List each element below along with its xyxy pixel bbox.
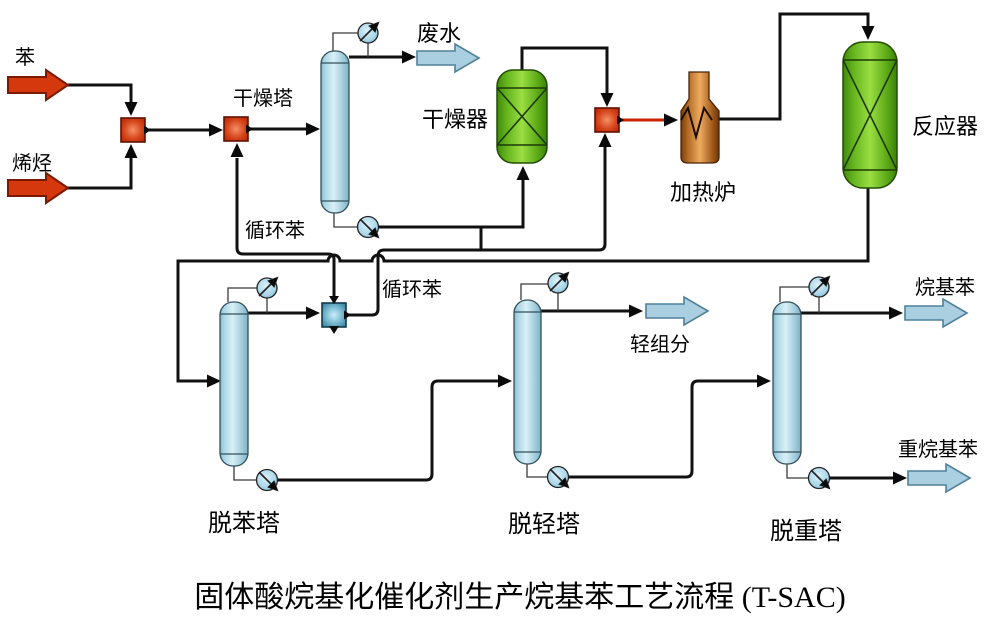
mixer2-outlet-port-arrow — [246, 124, 253, 134]
furnace-coil-zigzag — [680, 105, 713, 141]
t4-reboiler-line — [786, 464, 808, 479]
t1-bottoms-pump — [356, 215, 383, 242]
reactor-feed-mixer-3 — [594, 107, 624, 133]
t1-reboiler-line — [333, 213, 357, 228]
recycle-to-mixer3-line — [346, 147, 607, 317]
olefin-feed-line — [67, 157, 133, 190]
recycle-benzene-label-2: 循环苯 — [382, 278, 442, 301]
light-components-label: 轻组分 — [630, 333, 690, 356]
recycle-benzene-label-1: 循环苯 — [245, 219, 305, 242]
t2-condenser-line — [227, 287, 257, 302]
drying-tower-label: 干燥塔 — [233, 87, 293, 110]
furnace-vessel — [680, 71, 720, 164]
benzene-recycle-splitter-4 — [321, 296, 351, 334]
alkylbenzene-label: 烷基苯 — [915, 276, 975, 299]
dryer-vessel — [496, 69, 548, 164]
t1-condenser-line — [332, 32, 358, 51]
olefin-input-arrow — [7, 171, 70, 205]
splitter-right-port-arrow — [344, 310, 351, 320]
diagram-title: 固体酸烷基化催化剂生产烷基苯工艺流程 (T-SAC) — [194, 581, 845, 614]
drying-tower-bottoms-line — [379, 180, 525, 229]
debenzene-tower-column — [219, 301, 249, 467]
t3-bottoms-pump — [546, 465, 573, 492]
instrument-lines — [227, 32, 820, 481]
splitter-bottom-port-arrow — [329, 326, 339, 334]
splitter-top-port-arrow — [329, 296, 339, 304]
diagram-labels: 苯 烯烃 干燥塔 废水 干燥器 循环苯 循环苯 加热炉 反应器 轻组分 烷基苯 … — [12, 21, 978, 614]
alkylbenzene-output-arrow — [904, 297, 969, 329]
delighting-tower-column — [513, 299, 542, 465]
benzene-feed-line — [67, 83, 133, 103]
reactor-effluent-line — [176, 188, 870, 383]
t3-condenser-pump — [547, 268, 573, 294]
t2-reboiler-line — [233, 466, 256, 481]
furnace-label: 加热炉 — [670, 180, 736, 205]
t4-condenser-line — [779, 286, 809, 302]
heavy-alkylbenzene-output-arrow — [907, 462, 972, 494]
wastewater-output-arrow — [416, 42, 481, 74]
t4-bottoms-pump — [807, 466, 834, 493]
t3-condenser-line — [520, 283, 548, 300]
debenzene-tower-label: 脱苯塔 — [208, 510, 280, 537]
deheavying-tower-label: 脱重塔 — [770, 518, 842, 545]
delight-bottoms-line — [569, 379, 758, 479]
olefin-label: 烯烃 — [12, 152, 52, 175]
process-lines — [67, 12, 894, 482]
reactor-vessel — [842, 41, 898, 189]
reactor-label: 反应器 — [912, 114, 978, 139]
benzene-input-arrow — [7, 68, 70, 102]
delighting-tower-label: 脱轻塔 — [508, 511, 580, 538]
recycle-to-mixer2-line — [235, 158, 336, 303]
t4-condenser-pump — [808, 272, 834, 298]
dryer-outlet-line — [520, 46, 609, 94]
furnace-to-reactor-line — [719, 12, 870, 121]
debenzene-bottoms-line — [278, 379, 499, 482]
t3-reboiler-line — [526, 464, 547, 478]
t1-condenser-pump — [357, 18, 383, 44]
feed-mixer-2 — [223, 116, 253, 142]
t2-condenser-pump — [256, 273, 282, 299]
light-components-output-arrow — [645, 295, 710, 327]
pumps — [255, 18, 834, 495]
mixer1-outlet-port-arrow — [144, 125, 151, 135]
benzene-label: 苯 — [15, 46, 35, 69]
drying-tower-column — [320, 50, 350, 214]
t2-bottoms-pump — [255, 468, 282, 495]
heavy-alkylbenzene-label: 重烷基苯 — [898, 438, 978, 461]
dryer-label: 干燥器 — [422, 107, 488, 132]
mixer3-outlet-port-arrow — [617, 115, 624, 125]
wastewater-label: 废水 — [417, 21, 461, 46]
feed-mixer-1 — [120, 117, 151, 143]
deheavying-tower-column — [772, 301, 802, 465]
